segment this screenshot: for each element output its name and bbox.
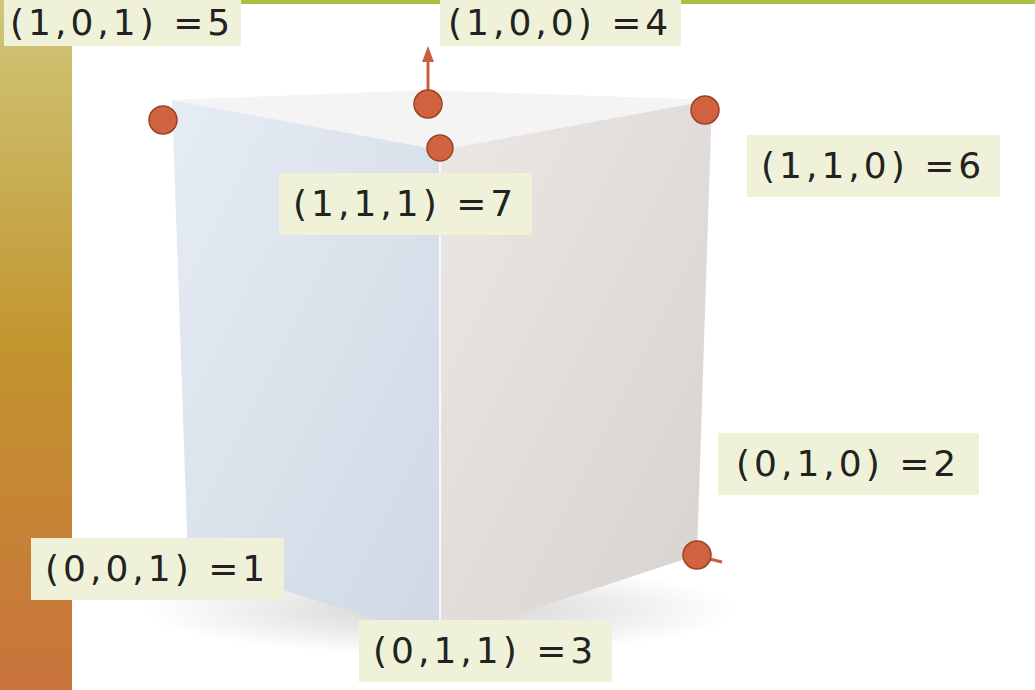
vertex-dot [149, 106, 177, 134]
coordinate-label: (1,0,1) =5 [4, 0, 241, 46]
vertex-dot [691, 96, 719, 124]
coordinate-text: (0,1,1) =3 [373, 630, 598, 671]
coordinate-text: (1,1,1) =7 [293, 183, 518, 224]
coordinate-label: (0,1,1) =3 [359, 620, 612, 682]
coordinate-label: (1,1,1) =7 [279, 173, 532, 235]
axis-arrow [427, 60, 430, 90]
coordinate-label: (1,1,0) =6 [747, 135, 1000, 197]
coordinate-text: (0,0,1) =1 [45, 548, 270, 589]
coordinate-label: (0,0,1) =1 [31, 538, 284, 600]
axis-arrowhead [422, 46, 434, 62]
coordinate-text: (1,0,0) =4 [448, 2, 673, 43]
vertex-dot [683, 541, 711, 569]
coordinate-text: (1,1,0) =6 [761, 145, 986, 186]
coordinate-label: (1,0,0) =4 [440, 0, 681, 46]
vertex-dot [427, 135, 453, 161]
coordinate-label: (0,1,0) =2 [718, 433, 979, 495]
coordinate-text: (1,0,1) =5 [10, 2, 235, 43]
vertex-dot [414, 90, 442, 118]
coordinate-text: (0,1,0) =2 [736, 443, 961, 484]
